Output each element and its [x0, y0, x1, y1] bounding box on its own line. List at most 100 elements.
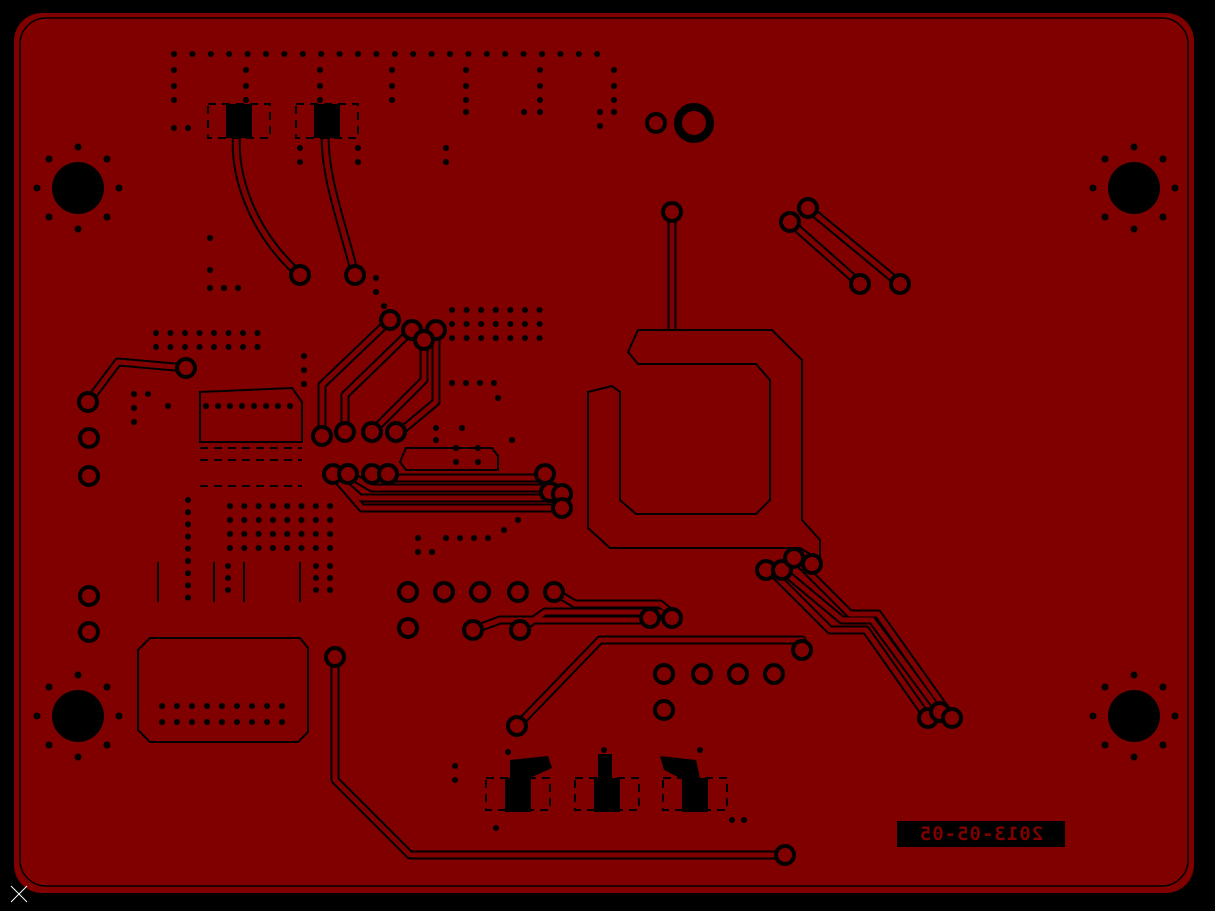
through-hole-pad: [727, 663, 749, 685]
mounting-hole-via: [74, 671, 82, 679]
mounting-hole-via: [1101, 213, 1109, 221]
via: [443, 159, 449, 165]
small-ic-outline: [398, 447, 499, 471]
through-hole-pad: [469, 581, 491, 603]
via: [254, 344, 261, 350]
via: [284, 517, 291, 523]
via: [313, 587, 319, 593]
through-hole-pad: [344, 264, 366, 286]
via: [226, 51, 233, 57]
via: [327, 503, 334, 509]
via: [189, 51, 196, 57]
via: [244, 51, 251, 57]
via: [207, 235, 213, 241]
via: [255, 545, 262, 551]
via: [483, 51, 490, 57]
mounting-hole-via: [1101, 683, 1109, 691]
via: [520, 51, 527, 57]
via: [491, 380, 497, 386]
via: [255, 503, 262, 509]
via: [269, 531, 276, 537]
via: [185, 497, 191, 503]
via: [131, 405, 137, 411]
via: [269, 503, 276, 509]
via: [225, 330, 232, 336]
revision-label: 2013-05-05 V2.0: [918, 823, 1044, 871]
via: [478, 307, 485, 313]
mounting-holes: [52, 162, 1160, 742]
via: [301, 367, 307, 373]
via: [171, 97, 177, 103]
via: [312, 503, 319, 509]
mounting-hole-via: [103, 155, 111, 163]
via: [225, 344, 232, 350]
connector-outline: [137, 637, 309, 743]
via: [171, 51, 177, 57]
via: [251, 403, 257, 409]
mounting-hole-via: [115, 184, 123, 192]
via: [263, 403, 269, 409]
via: [313, 563, 319, 569]
via: [507, 335, 514, 341]
mounting-hole-via: [74, 143, 82, 151]
through-hole-pad: [534, 463, 556, 485]
via: [327, 531, 334, 537]
via: [171, 67, 177, 73]
mounting-hole-via: [1159, 213, 1167, 221]
via: [415, 535, 421, 541]
via: [449, 321, 455, 327]
via: [185, 125, 191, 131]
via: [611, 109, 617, 115]
via: [165, 403, 171, 409]
via: [507, 307, 514, 313]
via: [299, 51, 306, 57]
via: [298, 545, 305, 551]
via: [185, 570, 191, 577]
via: [452, 777, 458, 783]
via: [219, 703, 225, 709]
via: [301, 381, 307, 387]
mounting-hole-via: [1130, 143, 1138, 151]
via: [697, 747, 703, 753]
via: [227, 503, 233, 509]
through-hole-pad: [653, 663, 675, 685]
via: [463, 307, 470, 313]
through-hole-pad: [661, 607, 683, 629]
via: [312, 517, 319, 523]
via: [449, 335, 455, 341]
via: [463, 335, 470, 341]
mounting-hole-via: [74, 225, 82, 233]
via: [318, 51, 325, 57]
mounting-hole-tr: [1108, 162, 1160, 214]
via: [433, 425, 439, 431]
via: [159, 719, 165, 725]
via: [297, 145, 303, 151]
via: [355, 159, 361, 165]
through-hole-pad: [763, 663, 785, 685]
via: [463, 109, 469, 115]
mounting-hole-via: [103, 213, 111, 221]
via: [557, 51, 564, 57]
via: [167, 344, 174, 350]
through-hole-pad: [801, 553, 823, 575]
via: [189, 703, 195, 709]
via: [391, 51, 398, 57]
via: [429, 549, 435, 555]
via: [249, 719, 255, 725]
via: [539, 51, 545, 57]
via: [463, 67, 469, 73]
mounting-hole-via: [1159, 155, 1167, 163]
via: [317, 67, 323, 73]
via: [594, 51, 601, 57]
via: [465, 51, 472, 57]
via: [171, 125, 177, 131]
mounting-hole-via: [1171, 712, 1179, 720]
via: [153, 330, 159, 336]
through-hole-pad: [509, 619, 531, 641]
via: [389, 67, 395, 73]
via: [240, 330, 246, 336]
via: [185, 582, 191, 589]
via: [171, 83, 177, 89]
through-hole-pad: [361, 421, 383, 443]
via: [501, 527, 507, 533]
